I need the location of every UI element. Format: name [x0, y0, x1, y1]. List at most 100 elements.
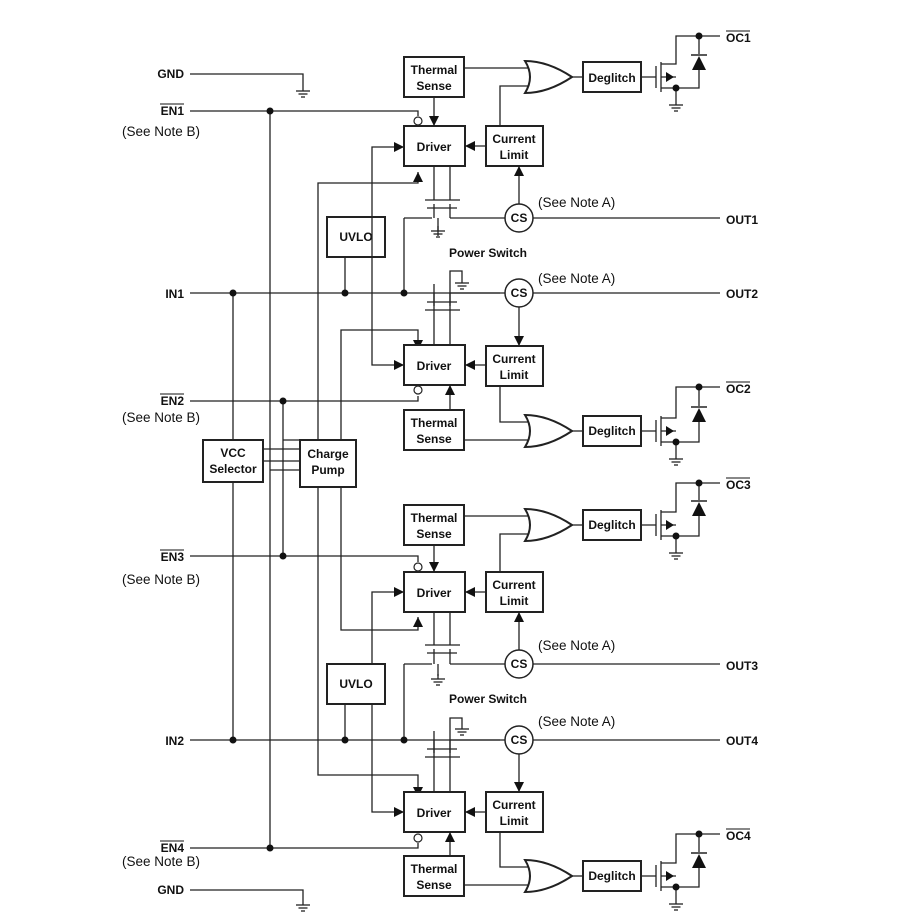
oc2-label: OC2	[726, 381, 751, 396]
current-limit-3: Current Limit	[485, 571, 544, 613]
cs4-wires	[518, 739, 720, 792]
svg-text:EN1: EN1	[161, 104, 185, 118]
power-switch-1	[425, 199, 460, 218]
or4-inputs	[464, 832, 528, 886]
en2-label: EN2	[160, 393, 185, 408]
svg-text:Current: Current	[492, 352, 535, 366]
svg-text:EN2: EN2	[161, 394, 185, 408]
switch4-to-driver	[433, 757, 451, 792]
out3-label: OUT3	[726, 659, 758, 673]
svg-text:UVLO: UVLO	[339, 677, 372, 691]
svg-text:Thermal: Thermal	[411, 511, 458, 525]
svg-text:Current: Current	[492, 132, 535, 146]
svg-text:UVLO: UVLO	[339, 230, 372, 244]
uvlo-top-wires	[344, 146, 404, 293]
junction-dot	[229, 736, 237, 744]
svg-text:EN4: EN4	[161, 841, 185, 855]
svg-text:Thermal: Thermal	[411, 63, 458, 77]
svg-text:Deglitch: Deglitch	[588, 869, 635, 883]
en1-wire	[190, 110, 419, 116]
junction-dot	[266, 107, 274, 115]
arrow	[445, 832, 455, 842]
svg-text:Limit: Limit	[500, 814, 529, 828]
or2-inputs	[464, 386, 528, 441]
en4-note: (See Note B)	[122, 854, 200, 869]
svg-text:Limit: Limit	[500, 594, 529, 608]
cs-label-1: CS	[511, 211, 528, 225]
svg-text:Sense: Sense	[416, 432, 452, 446]
pump-to-driver4	[317, 487, 419, 787]
or-gate-4	[523, 858, 574, 894]
charge-pump-block: Charge Pump	[299, 439, 357, 488]
driver-4: Driver	[403, 791, 466, 833]
gnd-top-label: GND	[157, 67, 184, 81]
arrow	[394, 360, 404, 370]
cs-label-4: CS	[511, 733, 528, 747]
svg-text:Current: Current	[492, 798, 535, 812]
arrow	[429, 116, 439, 126]
out1-label: OUT1	[726, 213, 758, 227]
cs-note-1: (See Note A)	[538, 195, 615, 210]
thermal-sense-2: Thermal Sense	[403, 409, 465, 451]
oc2-output-stage	[641, 383, 720, 466]
arrow	[394, 807, 404, 817]
arrow	[445, 385, 455, 395]
current-limit-1: Current Limit	[485, 125, 544, 167]
junction-dot	[400, 289, 408, 297]
gnd-bottom-wire	[190, 889, 311, 912]
en1-label: EN1	[160, 103, 185, 118]
svg-text:Driver: Driver	[417, 586, 452, 600]
gnd-top-wire	[190, 73, 311, 98]
svg-text:Sense: Sense	[416, 527, 452, 541]
oc1-label: OC1	[726, 30, 751, 45]
power-switch-2	[425, 284, 460, 311]
junction-dot	[341, 289, 349, 297]
cs-label-3: CS	[511, 657, 528, 671]
svg-text:OC2: OC2	[726, 382, 751, 396]
svg-text:OC4: OC4	[726, 829, 751, 843]
arrow	[514, 612, 524, 622]
or1-inputs	[464, 67, 528, 126]
inverting-bubble	[413, 562, 423, 572]
arrow	[413, 172, 423, 182]
uvlo-block-top: UVLO	[326, 216, 386, 258]
arrow	[394, 587, 404, 597]
uvlo-top-to-driver2	[371, 257, 404, 366]
switch4-gnd	[449, 717, 463, 731]
svg-text:VCC: VCC	[220, 446, 246, 460]
uvlo-bottom-wires	[344, 591, 404, 813]
power-switch-label-top: Power Switch	[449, 246, 527, 260]
junction-dot	[279, 397, 287, 405]
in2-label: IN2	[165, 734, 184, 748]
driver-3: Driver	[403, 571, 466, 613]
oc3-label: OC3	[726, 477, 751, 492]
arrow	[465, 141, 475, 151]
or-gate-1	[523, 59, 574, 95]
svg-text:Thermal: Thermal	[411, 416, 458, 430]
uvlo-block-bottom: UVLO	[326, 663, 386, 705]
switch2-to-driver	[433, 310, 451, 345]
thermal-sense-4: Thermal Sense	[403, 855, 465, 897]
svg-text:Deglitch: Deglitch	[588, 518, 635, 532]
deglitch-4: Deglitch	[582, 860, 642, 892]
svg-text:Driver: Driver	[417, 806, 452, 820]
arrow	[514, 782, 524, 792]
arrow	[413, 617, 423, 627]
junction-dot	[341, 736, 349, 744]
svg-text:Current: Current	[492, 578, 535, 592]
deglitch-3: Deglitch	[582, 509, 642, 541]
driver3-to-switch	[433, 612, 451, 645]
out2-label: OUT2	[726, 287, 758, 301]
pump-to-driver2	[340, 329, 419, 440]
svg-text:Driver: Driver	[417, 140, 452, 154]
out4-label: OUT4	[726, 734, 758, 748]
deglitch-1: Deglitch	[582, 61, 642, 93]
cs-label-2: CS	[511, 286, 528, 300]
inverting-bubble	[413, 116, 423, 126]
or3-inputs	[464, 515, 528, 572]
oc4-output-stage	[641, 830, 720, 911]
en2-wire	[190, 396, 419, 402]
arrow	[465, 360, 475, 370]
switch2-gnd	[449, 270, 463, 284]
